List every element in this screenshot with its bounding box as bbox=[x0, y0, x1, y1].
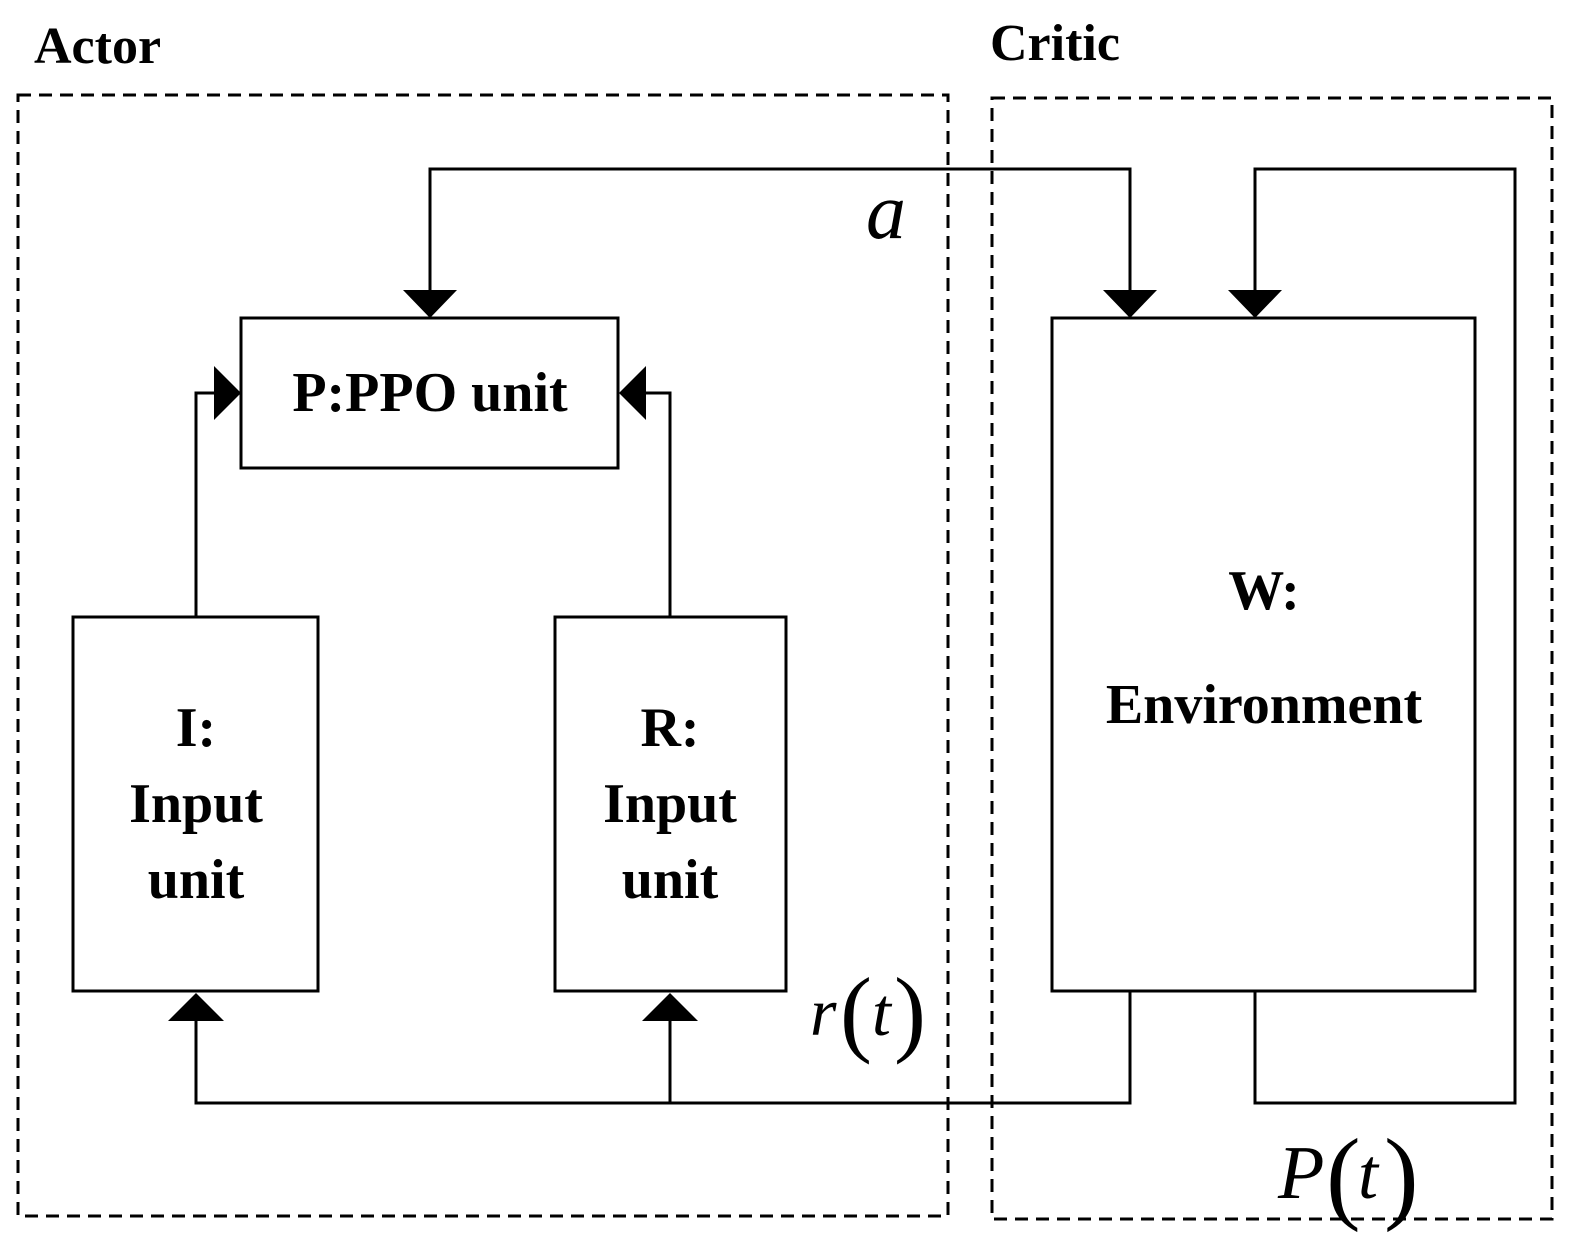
input-r-to-ppo-line bbox=[645, 391, 672, 617]
environment-line2: Environment bbox=[1106, 674, 1423, 736]
critic-group-boundary bbox=[990, 96, 1554, 1221]
reward-open-paren: ( bbox=[840, 958, 872, 1065]
power-symbol: P ( t ) bbox=[1277, 1118, 1419, 1233]
input-unit-i-block: I: Input unit bbox=[71, 615, 320, 993]
power-symbol-letter: P bbox=[1277, 1131, 1324, 1215]
environment-line1: W: bbox=[1228, 560, 1300, 622]
reward-symbol-letter: r bbox=[810, 974, 837, 1050]
power-open-paren: ( bbox=[1326, 1118, 1361, 1233]
power-feedback-line bbox=[1253, 167, 1517, 1105]
reward-signal-line bbox=[194, 991, 1132, 1105]
power-close-paren: ) bbox=[1384, 1118, 1419, 1233]
input-unit-r-line2: Input bbox=[603, 773, 737, 835]
action-signal-line bbox=[428, 167, 1132, 290]
actor-group-label: Actor bbox=[34, 18, 161, 75]
action-symbol: a bbox=[866, 168, 906, 256]
ppo-unit-block: P:PPO unit bbox=[239, 316, 620, 470]
reward-symbol-arg: t bbox=[872, 974, 893, 1050]
action-arrow-to-ppo bbox=[403, 290, 457, 318]
input-unit-r-line3: unit bbox=[622, 849, 719, 911]
ppo-unit-label: P:PPO unit bbox=[292, 362, 568, 424]
input-unit-r-block: R: Input unit bbox=[553, 615, 788, 993]
reward-arrow-to-input-r bbox=[642, 993, 698, 1021]
action-arrow-to-environment bbox=[1103, 290, 1157, 318]
input-i-arrow-to-ppo bbox=[214, 366, 241, 420]
reward-symbol: r ( t ) bbox=[810, 958, 926, 1065]
input-unit-r-line1: R: bbox=[640, 697, 699, 759]
actor-group-boundary bbox=[16, 93, 950, 1218]
power-symbol-arg: t bbox=[1358, 1134, 1380, 1214]
power-arrow-to-environment bbox=[1228, 290, 1282, 318]
reward-close-paren: ) bbox=[894, 958, 926, 1065]
environment-block: W: Environment bbox=[1050, 316, 1477, 993]
input-r-arrow-to-ppo bbox=[619, 366, 646, 420]
input-unit-i-line2: Input bbox=[129, 773, 263, 835]
input-i-to-ppo-line bbox=[194, 391, 216, 617]
critic-group-label: Critic bbox=[990, 15, 1120, 72]
input-unit-i-line1: I: bbox=[176, 697, 216, 759]
reward-arrow-to-input-i bbox=[168, 993, 224, 1021]
input-unit-i-line3: unit bbox=[148, 849, 245, 911]
